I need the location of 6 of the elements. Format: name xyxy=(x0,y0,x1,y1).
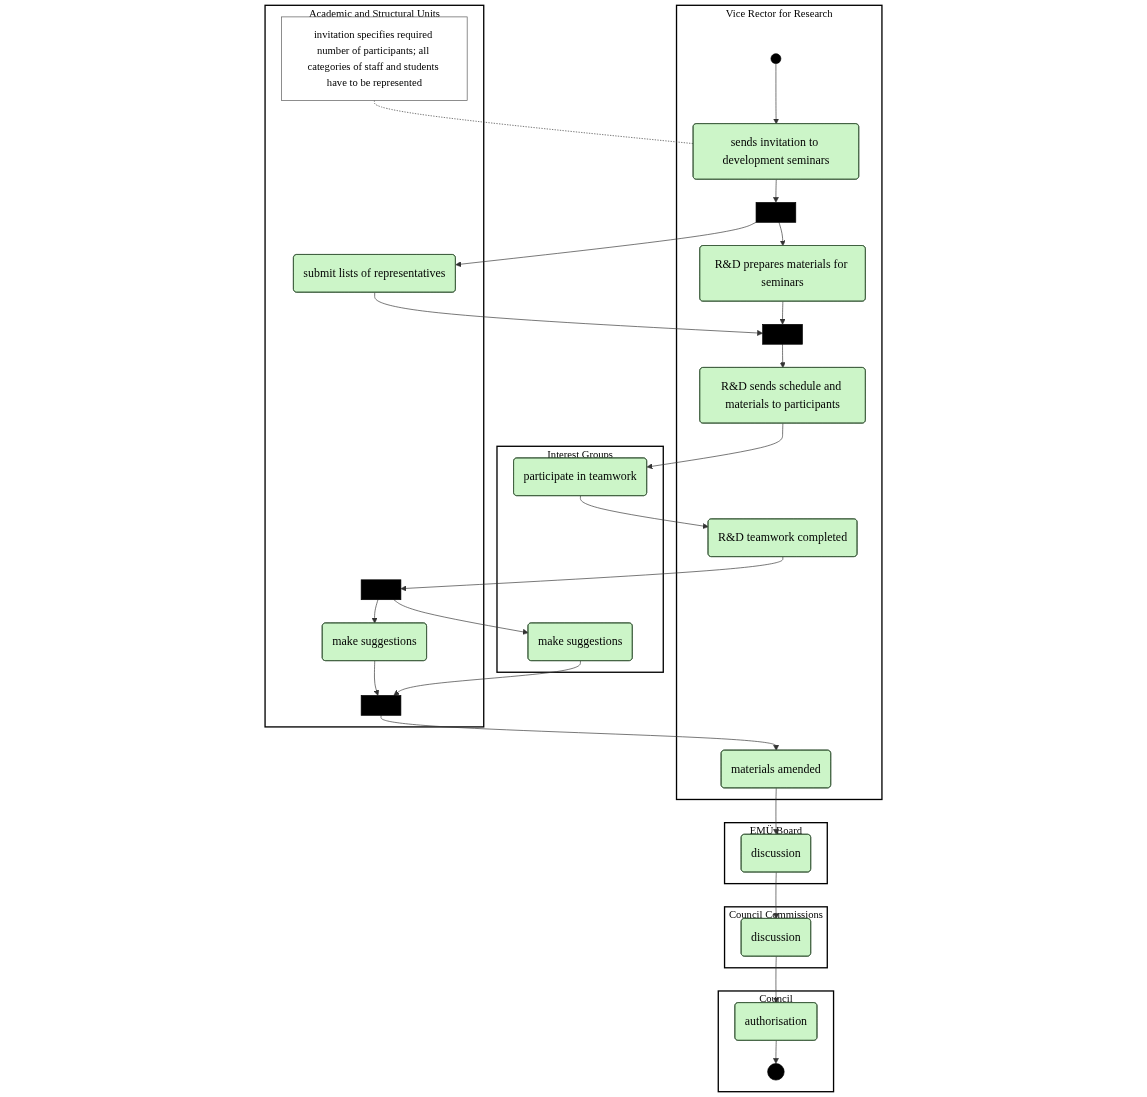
node-bar xyxy=(360,579,402,601)
node-bar xyxy=(755,202,797,223)
node-circle xyxy=(770,53,782,64)
node-box: invitation specifies required number of participants; all categories of staff and students have to be represented xyxy=(281,16,468,101)
node-bar xyxy=(762,324,803,345)
node-bar xyxy=(360,695,402,716)
